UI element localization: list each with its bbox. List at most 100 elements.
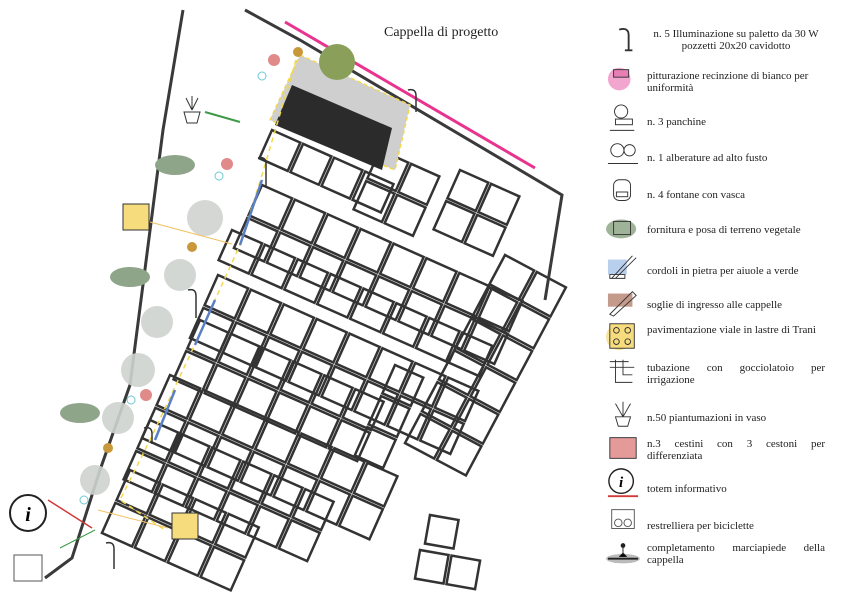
- tree-icon: [319, 44, 355, 80]
- burial-plot: [187, 387, 235, 435]
- burial-plot: [135, 418, 180, 463]
- burial-plot: [351, 179, 397, 224]
- burial-plot: [184, 477, 229, 522]
- burial-plot: [228, 459, 274, 505]
- plot-block: [423, 513, 461, 551]
- legend-item-label: n. 3 panchine: [647, 116, 706, 128]
- burial-plot: [451, 397, 501, 446]
- burial-plot: [345, 227, 393, 275]
- burial-plot: [246, 504, 291, 549]
- legend-item: n. 5 Illuminazione su paletto da 30 W po…: [605, 24, 827, 58]
- soil-icon: [60, 155, 195, 423]
- planter-leader-line: [204, 111, 241, 123]
- bike-rack-icon: [611, 509, 635, 529]
- plot-block: [140, 373, 400, 541]
- threshold-icon: [607, 290, 637, 317]
- burial-plot: [213, 512, 261, 560]
- burial-plot: [220, 402, 268, 450]
- burial-plot: [249, 242, 297, 290]
- burial-plot: [462, 213, 508, 258]
- plot-block: [403, 253, 568, 478]
- burial-plot: [309, 373, 355, 418]
- vegetation-patches: [80, 200, 223, 495]
- legend-item: n. 3 panchine: [605, 104, 827, 138]
- burial-plot: [420, 380, 469, 429]
- paint-roller-icon: [607, 67, 631, 91]
- fountain-icon: [613, 179, 631, 201]
- burial-plot: [279, 197, 327, 245]
- burial-plot: [476, 182, 522, 227]
- info-symbol: i: [25, 504, 31, 526]
- burial-plot: [411, 256, 459, 304]
- burial-plot: [502, 301, 551, 351]
- burial-plot: [380, 363, 425, 408]
- burial-plot: [206, 435, 253, 483]
- burial-plot: [304, 479, 352, 527]
- burial-plot: [348, 286, 396, 334]
- legend-item: n. 4 fontane con vasca: [605, 176, 827, 210]
- burial-plot: [301, 317, 349, 365]
- burial-plot: [114, 468, 162, 516]
- burial-plot: [445, 554, 482, 591]
- legend-item: cordoli in pietra per aiuole a verde: [605, 252, 827, 286]
- potted-plant-icon: [183, 96, 201, 124]
- burial-plot: [216, 332, 262, 377]
- potted-plant-icon: [614, 401, 632, 427]
- burial-plot: [282, 257, 330, 305]
- burial-plot: [350, 169, 396, 215]
- tree-icon: [607, 143, 639, 164]
- legend-item-label: n. 5 Illuminazione su paletto da 30 W po…: [653, 28, 819, 52]
- burial-plot: [487, 253, 536, 302]
- burial-plot: [121, 449, 167, 494]
- legend-item: completamento marciapiede della cappella: [605, 538, 827, 572]
- bench-icon: [609, 104, 635, 131]
- legend-item-label: n.50 piantumazioni in vaso: [647, 412, 767, 424]
- legend-item-label: n.3 cestini con 3 cestoni per differenzi…: [647, 438, 825, 462]
- legend-item: n. 1 alberature ad alto fusto: [605, 139, 827, 173]
- burial-plot: [319, 364, 367, 412]
- burial-plot: [315, 272, 363, 320]
- burial-plot: [277, 518, 322, 563]
- burial-plot: [197, 446, 243, 491]
- burial-plot: [185, 318, 230, 363]
- legend-item-label: soglie di ingresso alle cappelle: [647, 299, 783, 311]
- paving-leader-line: [97, 509, 169, 529]
- legend-item-label: fornitura e posa di terreno vegetale: [647, 224, 801, 236]
- legend-item: i totem informativo: [605, 467, 827, 501]
- totem-leader-line: [47, 499, 93, 529]
- burial-plot: [352, 379, 400, 427]
- burial-plot: [423, 513, 461, 551]
- burial-plot: [437, 348, 486, 397]
- irrigation-pipe-icon: [609, 359, 635, 383]
- legend-item-label: completamento marciapiede della cappella: [647, 542, 825, 566]
- legend-item: pavimentazione viale in lastre di Trani: [605, 320, 827, 354]
- burial-plot: [312, 212, 360, 260]
- burial-plot: [133, 515, 181, 563]
- burial-plot: [291, 487, 336, 532]
- burial-plot: [470, 285, 519, 334]
- burial-plot: [334, 331, 382, 379]
- burial-plot: [403, 412, 452, 461]
- legend-item: n.50 piantumazioni in vaso: [605, 398, 827, 432]
- legend-item-label: n. 1 alberature ad alto fusto: [647, 152, 768, 164]
- legend-item-label: n. 4 fontane con vasca: [647, 189, 746, 201]
- burial-plot: [154, 373, 202, 421]
- burial-plot: [341, 387, 386, 432]
- plot-block: [353, 363, 425, 470]
- street-lamp-icon: [105, 88, 417, 569]
- burial-plot: [396, 162, 442, 207]
- burial-plot: [286, 431, 334, 479]
- burial-plot: [468, 365, 517, 414]
- legend-item: restrelliera per biciclette: [605, 504, 827, 538]
- burial-plot: [319, 446, 367, 494]
- burial-plot: [202, 363, 248, 408]
- legend-item: soglie di ingresso alle cappelle: [605, 286, 827, 320]
- burial-plot: [400, 361, 448, 409]
- legend-item-label: pavimentazione viale in lastre di Trani: [647, 324, 816, 336]
- burial-plot: [238, 450, 286, 498]
- left-boundary-wall: [44, 9, 185, 580]
- burial-plot: [519, 270, 568, 319]
- legend-item: tubazione con gocciolatoio per irrigazio…: [605, 356, 827, 390]
- burial-plot: [216, 228, 264, 276]
